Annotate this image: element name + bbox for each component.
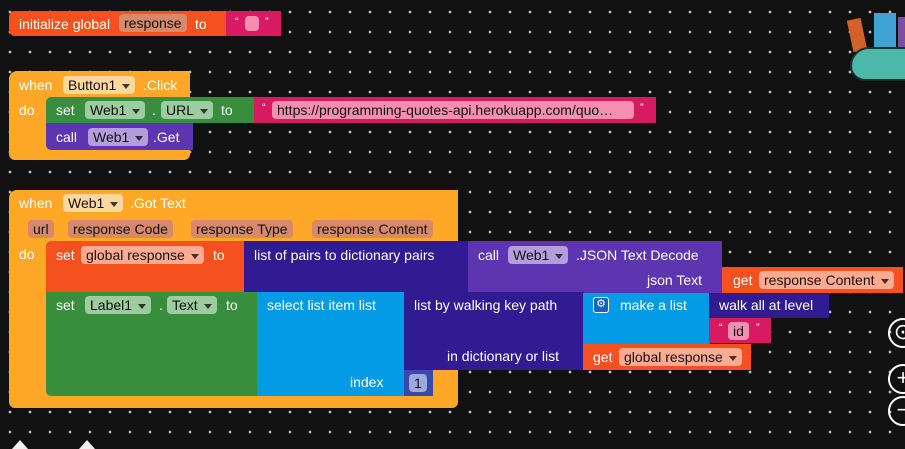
do-label: do — [19, 102, 35, 118]
method-label: .Get — [153, 129, 180, 145]
event-label: .Click — [143, 77, 178, 93]
quote-open: “ — [719, 322, 723, 334]
block-label: select list item list — [267, 297, 376, 313]
to-label: to — [226, 297, 238, 313]
call-label: call — [478, 247, 500, 263]
component-dropdown[interactable]: Web1 — [85, 101, 146, 119]
quote-close: ” — [265, 16, 269, 28]
get-label: get — [593, 349, 613, 365]
gear-icon[interactable]: ⚙ — [593, 297, 609, 313]
component-dropdown[interactable]: Label1 — [85, 296, 152, 314]
url-string-field[interactable]: https://programming-quotes-api.herokuapp… — [272, 101, 634, 119]
url-string-block[interactable]: “ https://programming-quotes-api.herokua… — [254, 97, 656, 123]
walk-all-at-level-block[interactable]: walk all at level — [709, 293, 829, 318]
variable-dropdown[interactable]: global response — [81, 246, 204, 264]
to-label: to — [195, 16, 207, 32]
string-field[interactable] — [245, 16, 259, 31]
block-label: list by walking key path — [414, 297, 558, 313]
quote-open: “ — [262, 102, 266, 114]
string-field[interactable]: id — [728, 322, 749, 340]
quote-close: ” — [640, 102, 644, 114]
when-label: when — [19, 77, 53, 93]
variable-dropdown[interactable]: response Content — [759, 271, 894, 289]
number-field[interactable]: 1 — [409, 374, 427, 392]
index-label: index — [350, 374, 384, 390]
block-label: list of pairs to dictionary pairs — [254, 247, 435, 263]
empty-string-block[interactable]: “ ” — [226, 11, 281, 36]
initialize-global-block[interactable]: initialize global response to — [9, 11, 227, 36]
set-label: set — [56, 102, 75, 118]
component-dropdown[interactable]: Button1 — [63, 76, 136, 94]
arg-label: json Text — [647, 272, 702, 288]
block-label: make a list — [620, 297, 687, 313]
list-of-pairs-to-dictionary-block[interactable]: list of pairs to dictionary pairs — [244, 241, 469, 293]
to-label: to — [221, 102, 233, 118]
get-global-response-block[interactable]: get global response — [583, 344, 751, 370]
component-dropdown[interactable]: Web1 — [88, 128, 149, 146]
method-label: .JSON Text Decode — [576, 247, 699, 263]
quote-close: ” — [756, 322, 760, 334]
zoom-out-button[interactable]: − — [888, 396, 905, 426]
set-global-response-block[interactable]: set global response to — [46, 241, 245, 293]
scroll-marker — [12, 440, 28, 449]
call-label: call — [56, 129, 78, 145]
block-label: walk all at level — [719, 297, 814, 313]
component-dropdown[interactable]: Web1 — [508, 246, 569, 264]
param-url[interactable]: url — [28, 220, 54, 238]
variable-dropdown[interactable]: global response — [619, 348, 742, 366]
set-label: set — [56, 247, 75, 263]
call-web1-get-block[interactable]: call Web1 .Get — [46, 123, 193, 150]
event-label: .Got Text — [130, 195, 186, 211]
when-label: when — [19, 195, 53, 211]
param-response-content[interactable]: response Content — [312, 220, 433, 238]
dot-label: . — [159, 297, 163, 313]
set-label: set — [56, 297, 75, 313]
do-label: do — [19, 246, 35, 262]
id-string-block[interactable]: “ id ” — [709, 318, 771, 343]
get-response-content-block[interactable]: get response Content — [722, 267, 903, 293]
backpack-icon[interactable] — [846, 5, 905, 81]
json-text-decode-block[interactable]: call Web1 .JSON Text Decode json Text — [468, 241, 722, 293]
list-by-walking-key-path-block[interactable]: list by walking key path in dictionary o… — [404, 292, 584, 370]
get-label: get — [733, 272, 753, 288]
select-list-item-block[interactable]: select list item list index — [257, 292, 405, 396]
component-dropdown[interactable]: Web1 — [63, 194, 124, 212]
zoom-in-button[interactable]: + — [888, 364, 905, 394]
property-dropdown[interactable]: URL — [161, 101, 214, 119]
variable-name-field[interactable]: response — [119, 14, 187, 32]
quote-open: “ — [235, 16, 239, 28]
to-label: to — [213, 247, 225, 263]
set-web1-url-block[interactable]: set Web1 . URL to — [46, 97, 255, 123]
number-block[interactable]: 1 — [404, 370, 433, 396]
dot-label: . — [152, 102, 156, 118]
reset-zoom-button[interactable]: ⊙ — [888, 318, 905, 348]
arg-label: in dictionary or list — [447, 348, 560, 364]
property-dropdown[interactable]: Text — [167, 296, 217, 314]
set-label1-text-block[interactable]: set Label1 . Text to — [46, 292, 258, 396]
param-response-type[interactable]: response Type — [191, 220, 293, 238]
block-label: initialize global — [19, 16, 111, 32]
scroll-marker — [79, 440, 95, 449]
param-response-code[interactable]: response Code — [68, 220, 173, 238]
make-a-list-block[interactable]: ⚙ make a list — [583, 293, 710, 344]
